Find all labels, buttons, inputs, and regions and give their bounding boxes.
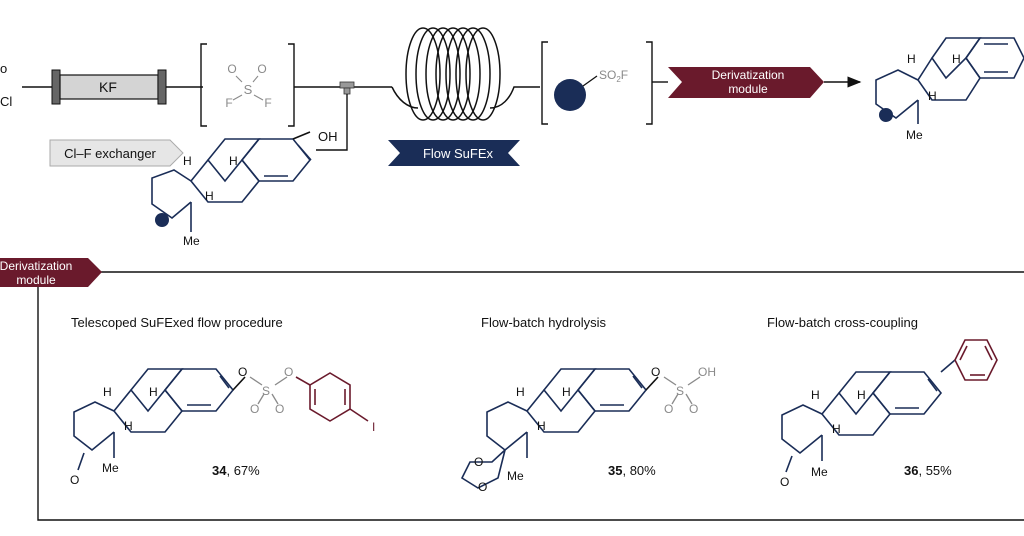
- intermediate-so2f: SO2F: [599, 68, 628, 84]
- atom-h2: H: [149, 385, 158, 399]
- atom-h2: H: [857, 388, 866, 402]
- panel-title-hydrolysis: Flow-batch hydrolysis: [481, 315, 606, 330]
- compound-36-atoms: H H H O Me: [780, 388, 866, 489]
- atom-h3: H: [124, 419, 133, 433]
- product-h2: H: [952, 52, 961, 66]
- atom-o1: O: [238, 365, 247, 379]
- compound-35-label: 35, 80%: [608, 463, 656, 478]
- compound-yield: , 55%: [918, 463, 952, 478]
- compound-34-atoms: O S O O O I H H H O Me: [70, 365, 375, 487]
- atom-o4: O: [689, 402, 698, 416]
- substrate-oh: OH: [318, 129, 338, 144]
- compound-35-structure: [460, 368, 659, 489]
- atom-h1: H: [103, 385, 112, 399]
- compound-34-iodoaryl: [295, 372, 369, 422]
- substrate-h2: H: [229, 154, 238, 168]
- atom-me: Me: [102, 461, 119, 475]
- substrate-h3: H: [205, 189, 214, 203]
- panel-title-cross-coupling: Flow-batch cross-coupling: [767, 315, 919, 330]
- atom-o3: O: [664, 402, 673, 416]
- product-h1: H: [907, 52, 916, 66]
- atom-h3: H: [537, 419, 546, 433]
- atom-ketone-o: O: [70, 473, 79, 487]
- atom-h1: H: [811, 388, 820, 402]
- atom-s: S: [262, 384, 270, 398]
- compound-36-label: 36, 55%: [904, 463, 952, 478]
- coil-reactor: [391, 27, 540, 121]
- scaffold-dot: [554, 79, 586, 111]
- reagent-f1: F: [225, 96, 232, 110]
- atom-h3: H: [832, 422, 841, 436]
- product-me: Me: [906, 128, 923, 142]
- atom-ketal-o1: O: [474, 455, 483, 469]
- compound-yield: , 80%: [622, 463, 656, 478]
- atom-o3: O: [250, 402, 259, 416]
- atom-o1: O: [651, 365, 660, 379]
- compound-number: 34: [212, 463, 227, 478]
- atom-oh: OH: [698, 365, 716, 379]
- reagent-o2: O: [257, 62, 266, 76]
- substrate-me: Me: [183, 234, 200, 248]
- derivatization-label-1: Derivatization: [712, 68, 785, 82]
- compound-number: 35: [608, 463, 623, 478]
- kf-column: KF: [51, 69, 167, 105]
- substrate-structure: [151, 131, 312, 232]
- atom-me: Me: [507, 469, 524, 483]
- compound-34-sulfate: [249, 376, 288, 405]
- compound-yield: , 67%: [226, 463, 260, 478]
- atom-h1: H: [516, 385, 525, 399]
- compound-35-sulfate: [663, 376, 701, 405]
- module-box: Derivatization module: [0, 258, 1024, 521]
- compound-35-atoms: O S OH O O H H H O O Me: [474, 365, 716, 494]
- reagent-f2: F: [264, 96, 271, 110]
- substrate-h1: H: [183, 154, 192, 168]
- atom-me: Me: [811, 465, 828, 479]
- compound-36-phenyl: [940, 339, 998, 381]
- left-fragment-top: o: [0, 61, 7, 76]
- flow-sufex-label: Flow SuFEx: [423, 146, 494, 161]
- atom-ketal-o2: O: [478, 480, 487, 494]
- compound-34-label: 34, 67%: [212, 463, 260, 478]
- flow-sufex-tag: Flow SuFEx: [388, 140, 520, 166]
- atom-o4: O: [275, 402, 284, 416]
- exchanger-tag: Cl–F exchanger: [49, 139, 184, 167]
- kf-label: KF: [99, 79, 117, 95]
- t-mixer: [339, 81, 355, 95]
- product-h3: H: [928, 89, 937, 103]
- left-fragment-cl: Cl: [0, 94, 12, 109]
- derivatization-tag-top: Derivatization module: [668, 67, 824, 98]
- exchanger-label: Cl–F exchanger: [64, 146, 156, 161]
- module-tag-line2: module: [16, 273, 56, 287]
- reagent-s: S: [244, 82, 253, 97]
- panel-title-telescoped: Telescoped SuFExed flow procedure: [71, 315, 283, 330]
- derivatization-label-2: module: [728, 82, 768, 96]
- atom-ketone-o: O: [780, 475, 789, 489]
- compound-36-structure: [781, 371, 943, 473]
- atom-i: I: [372, 420, 375, 434]
- atom-s: S: [676, 384, 684, 398]
- so2f2-reagent: O O S F F: [200, 43, 295, 127]
- intermediate: SO2F: [541, 41, 653, 125]
- compound-number: 36: [904, 463, 919, 478]
- module-tag: [0, 258, 102, 287]
- product-structure: [875, 37, 1024, 124]
- flow-scheme: o Cl KF Cl–F exchanger O O S F F: [0, 27, 1024, 248]
- reagent-o1: O: [227, 62, 236, 76]
- module-tag-line1: Derivatization: [0, 259, 72, 273]
- atom-o2: O: [284, 365, 293, 379]
- compound-34-structure: [73, 368, 246, 471]
- atom-h2: H: [562, 385, 571, 399]
